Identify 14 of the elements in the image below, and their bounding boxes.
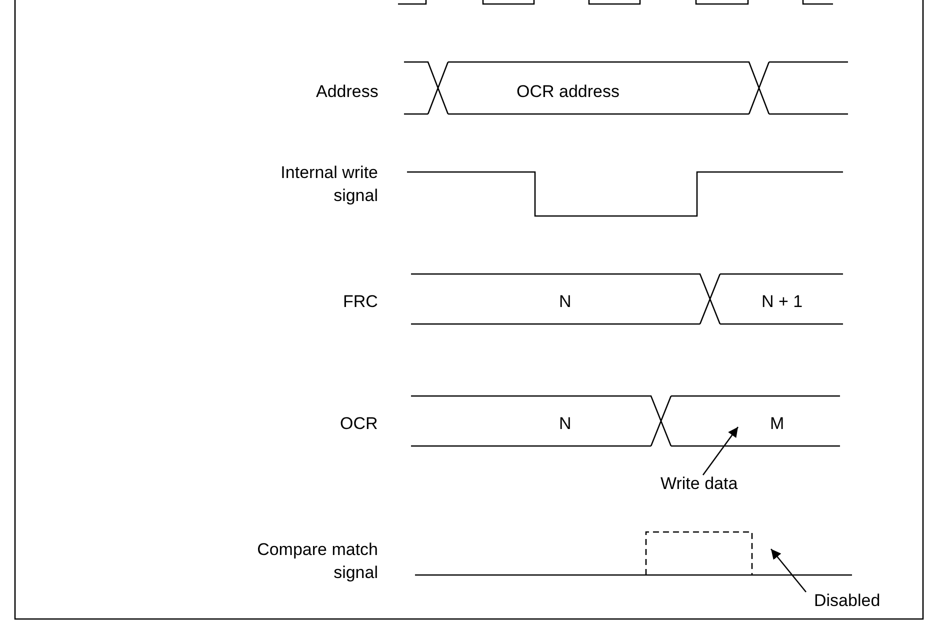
bus-value: OCR address <box>516 81 620 103</box>
bus-value: N + 1 <box>762 291 803 313</box>
leader-arrow <box>770 548 806 592</box>
bus-value: M <box>770 413 784 435</box>
signal-name: Compare match signal <box>256 539 378 584</box>
leader-arrow <box>702 426 739 476</box>
bus-value: N <box>559 291 572 313</box>
signal-name: Internal write signal <box>280 162 378 207</box>
signal-name: FRC <box>343 291 378 313</box>
signal-name: Address <box>316 81 378 103</box>
signal-name: OCR <box>340 413 378 435</box>
annotation-text: Write data <box>660 473 738 495</box>
annotation-text: Disabled <box>814 590 880 612</box>
bus-value: N <box>559 413 572 435</box>
